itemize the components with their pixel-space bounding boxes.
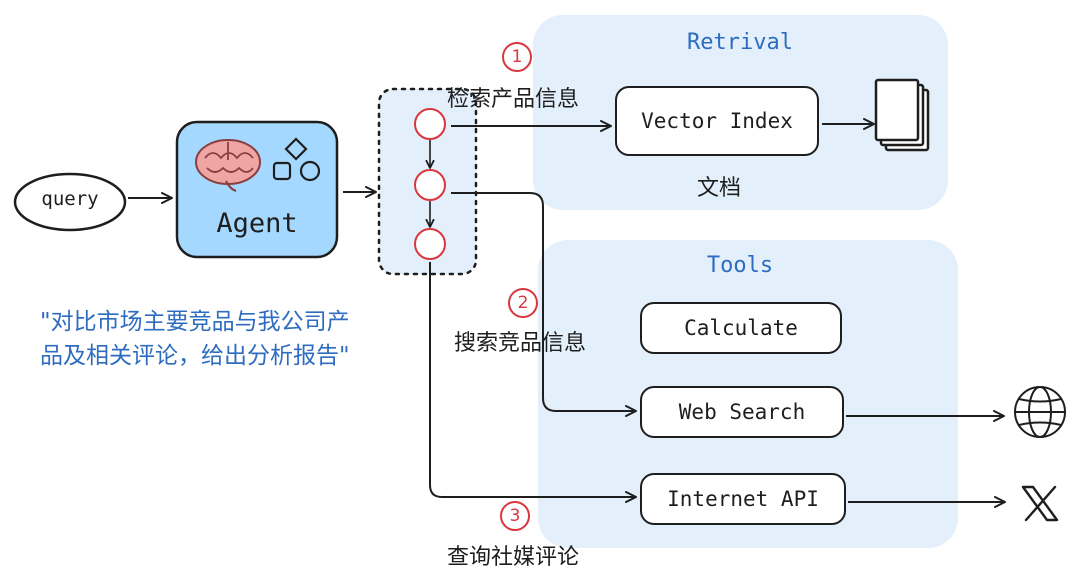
step-badge-2: 2 <box>508 288 538 318</box>
documents-icon <box>874 78 930 152</box>
tools-title: Tools <box>706 253 774 278</box>
docs-label: 文档 <box>697 176 742 201</box>
step-label-1: 检索产品信息 <box>447 87 580 112</box>
step-badge-3: 3 <box>500 501 530 531</box>
step-node-2 <box>414 169 446 201</box>
retrieval-title: Retrival <box>687 30 793 55</box>
user-prompt-text: "对比市场主要竞品与我公司产品及相关评论，给出分析报告" <box>40 309 350 369</box>
web-search-box: Web Search <box>640 386 844 438</box>
x-logo-icon <box>1021 485 1059 522</box>
internet-api-box: Internet API <box>640 473 846 525</box>
step-label-2: 搜索竞品信息 <box>454 331 587 356</box>
step3-to-api-arrow <box>429 262 637 503</box>
step2-to-websearch-arrow <box>451 192 637 417</box>
query-label: query <box>41 188 99 210</box>
brain-icon <box>195 139 261 192</box>
calculate-box: Calculate <box>640 302 842 354</box>
query-node <box>13 172 127 232</box>
shapes-icon <box>272 137 321 182</box>
step-node-3 <box>414 228 446 260</box>
step-badge-1: 1 <box>502 42 532 72</box>
step-node-1 <box>414 108 446 140</box>
step-label-3: 查询社媒评论 <box>447 545 580 570</box>
globe-icon <box>1014 386 1066 438</box>
vector-index-box: Vector Index <box>615 86 819 156</box>
agent-label: Agent <box>216 208 298 239</box>
